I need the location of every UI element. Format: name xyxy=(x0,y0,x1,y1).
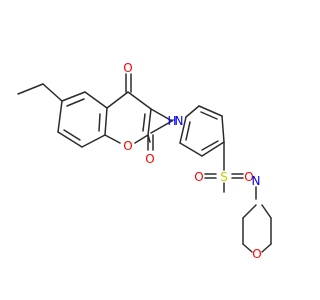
atom-h-amide: H xyxy=(167,114,176,128)
amide-bonds xyxy=(150,120,173,134)
atom-o-ring: O xyxy=(123,139,132,153)
molecule-structure: O O O N H S O O N O xyxy=(17,61,272,261)
amide-group xyxy=(147,108,173,151)
phenyl-ring xyxy=(179,105,225,157)
benzo-ring xyxy=(57,91,108,148)
atom-n-amide: N xyxy=(175,114,184,128)
atom-n-morpholine: N xyxy=(252,174,261,188)
sulfonyl-group xyxy=(204,141,244,193)
morpholine-ring xyxy=(242,186,272,253)
ethyl-group xyxy=(17,83,63,102)
atom-o-morpholine: O xyxy=(252,247,261,261)
atom-s-sulfonyl: S xyxy=(220,170,228,184)
atom-o-sulfonyl-left: O xyxy=(194,170,203,184)
atom-o-ketone: O xyxy=(123,61,132,75)
atom-labels: O O O N H S O O N O xyxy=(123,61,261,261)
atom-o-sulfonyl-right: O xyxy=(244,170,253,184)
pyranone-ring xyxy=(104,73,152,144)
atom-o-amide: O xyxy=(145,152,154,166)
